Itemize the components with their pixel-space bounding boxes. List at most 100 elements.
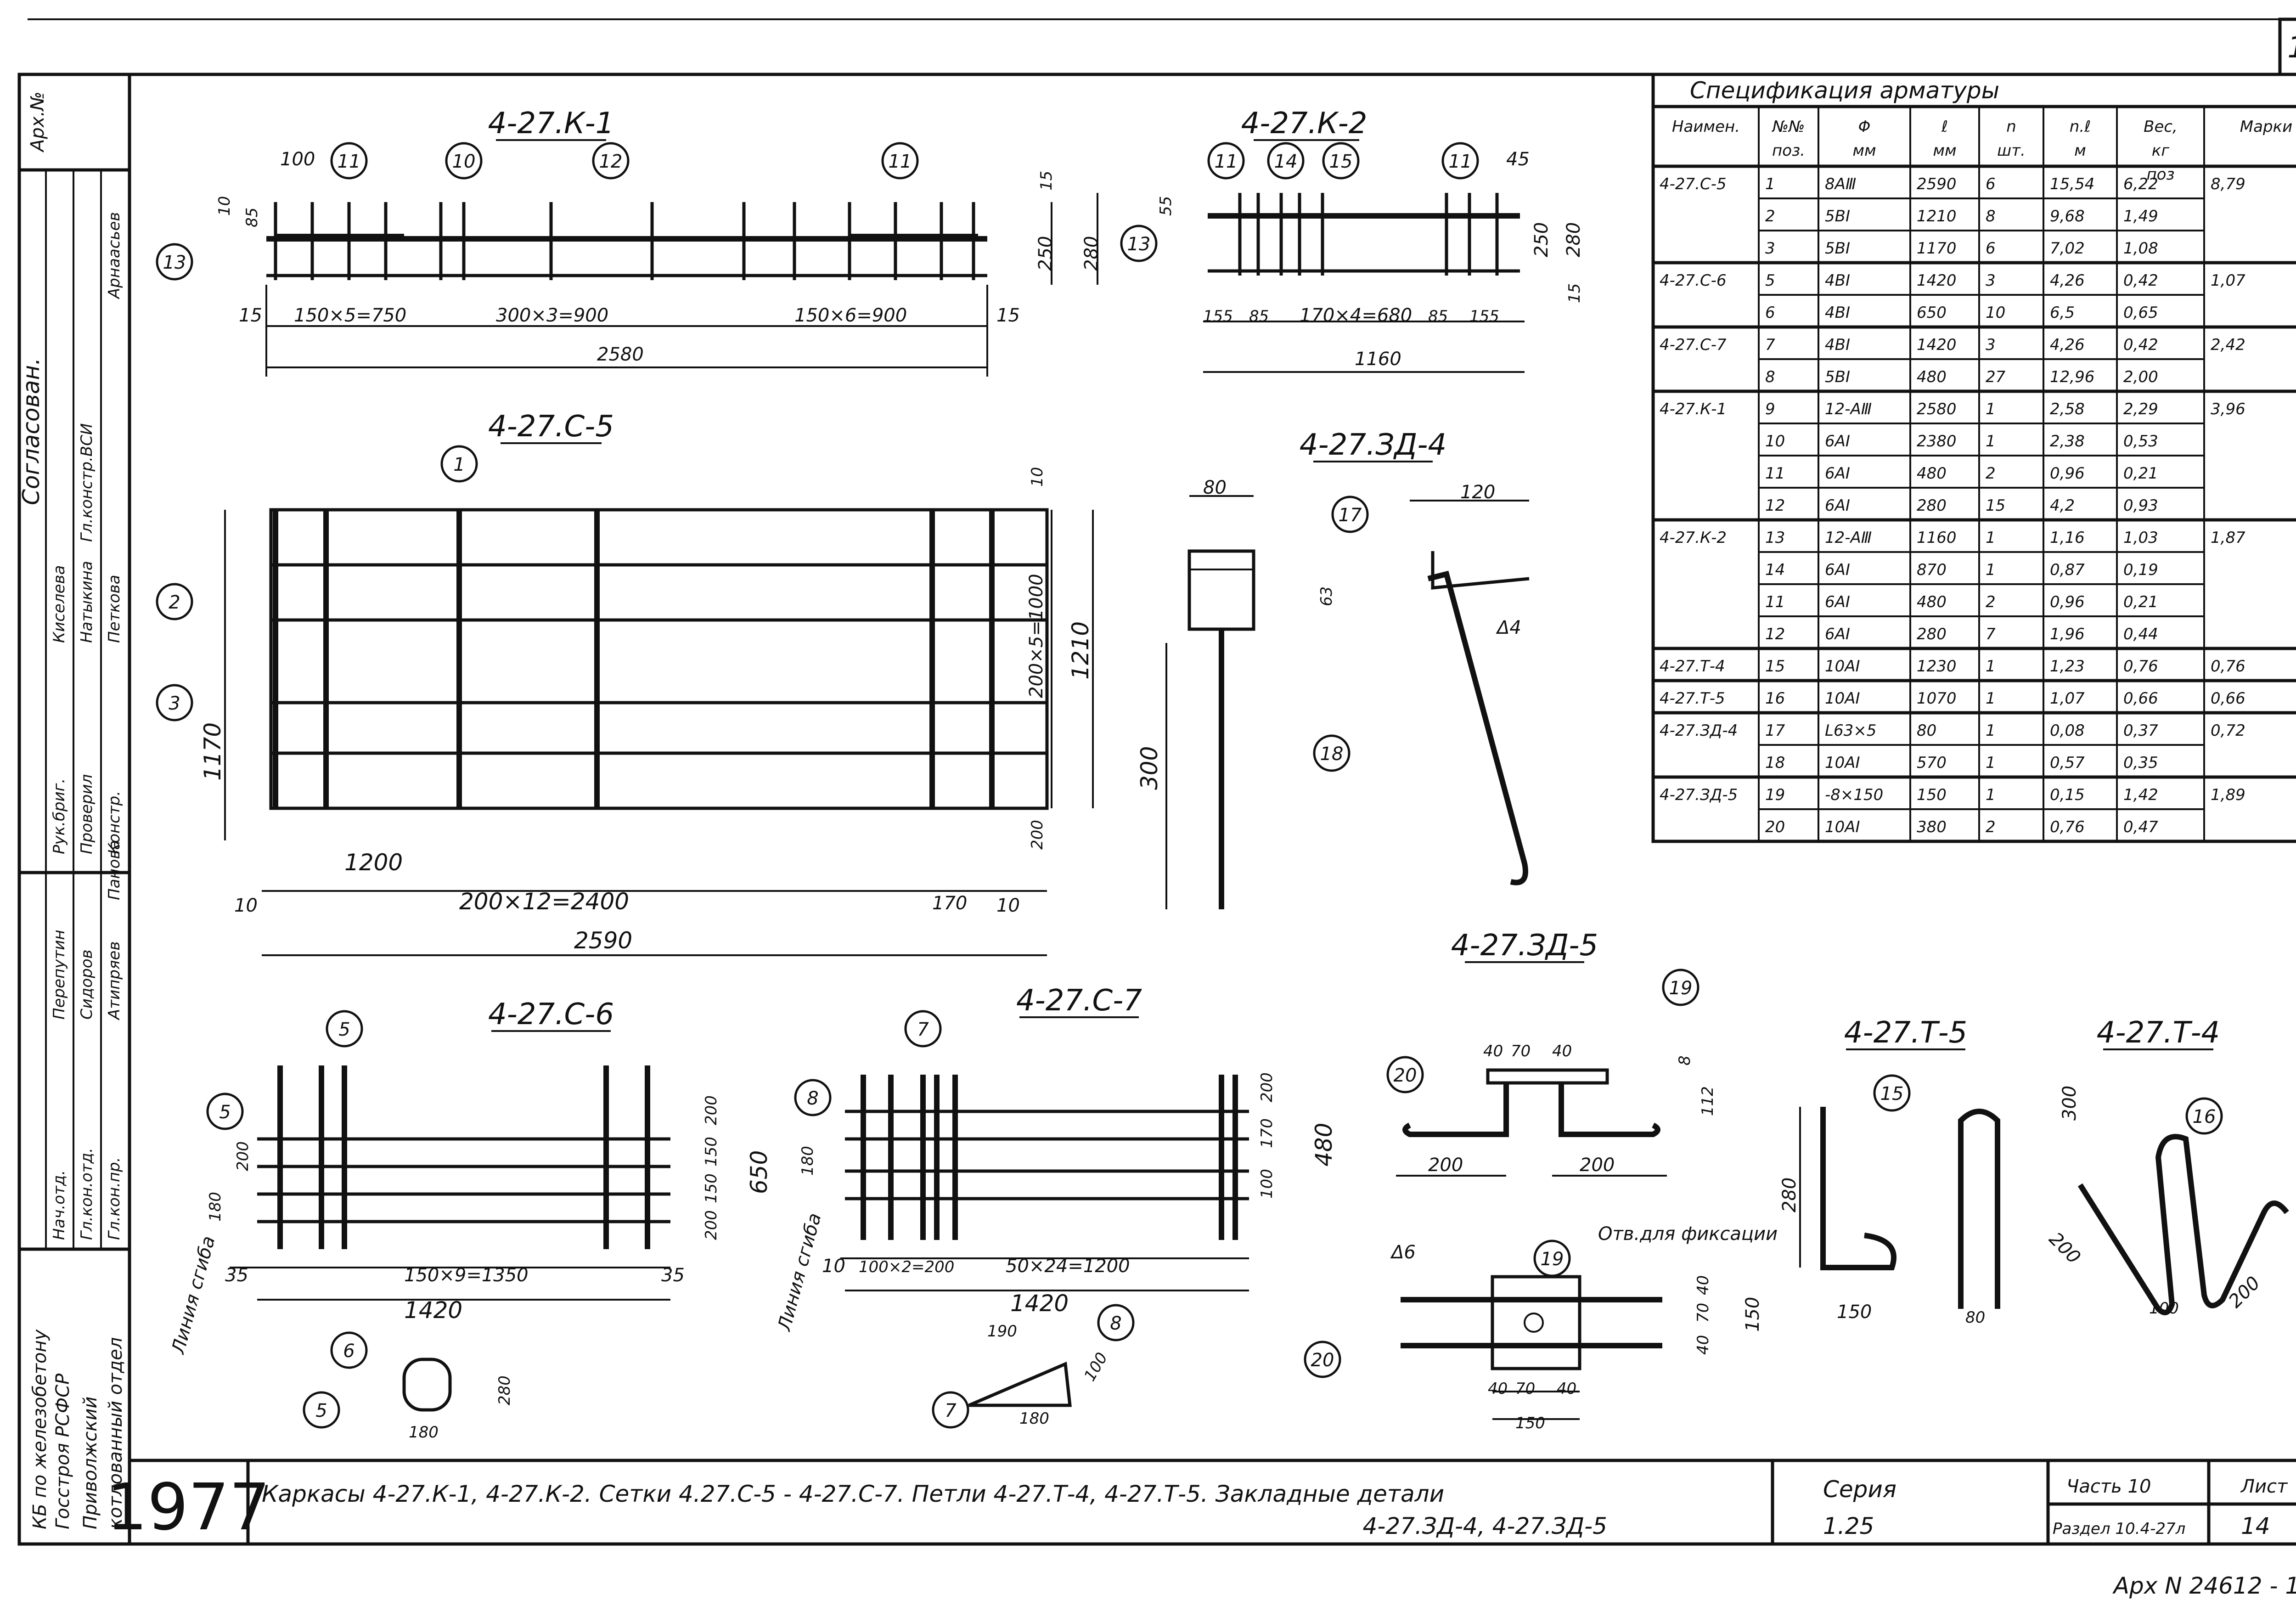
callout-1: 1	[440, 445, 478, 483]
org-line-2: Госстроя РСФСР	[52, 1373, 73, 1529]
spec-cell: 4ВI	[1825, 271, 1850, 290]
spec-cell: 10АI	[1825, 818, 1860, 836]
spec-cell: 0,44	[2123, 625, 2158, 643]
frame-k2-drawing: 4-27.К-2 55 45 155 85 170×4=680 85 155 1…	[1157, 107, 1584, 373]
spec-cell: 1	[1986, 432, 1996, 451]
side-role-3: Констр.	[105, 791, 124, 854]
svg-text:85: 85	[1428, 307, 1448, 326]
spec-cell: 4-27.С-5	[1660, 175, 1727, 193]
spec-cell: 870	[1917, 561, 1947, 579]
loop-t5-drawing: 4-27.Т-5 280 150 80	[1779, 1016, 2000, 1327]
spec-cell: 1070	[1917, 689, 1957, 708]
spec-cell: 9	[1765, 400, 1775, 418]
spec-header: Наимен.	[1672, 118, 1740, 136]
svg-text:19: 19	[1669, 978, 1693, 999]
sheet-number: 15	[2287, 31, 2296, 65]
spec-cell: 12	[1765, 625, 1785, 643]
spec-cell: 12	[1765, 496, 1785, 515]
svg-text:14: 14	[1274, 151, 1298, 172]
svg-text:3: 3	[169, 693, 180, 714]
spec-cell: 570	[1917, 754, 1947, 772]
svg-text:18: 18	[1320, 744, 1344, 765]
spec-header: Вес,	[2144, 118, 2178, 136]
spec-cell: 0,21	[2123, 464, 2158, 483]
callout-7b: 7	[932, 1391, 969, 1429]
spec-cell: 0,37	[2123, 721, 2158, 740]
callout-17: 17	[1331, 496, 1369, 533]
side-role2-2: Гл.кон.отд.	[78, 1148, 96, 1240]
archive-number: Арх N 24612 - 15	[2112, 1572, 2296, 1599]
callout-16: 16	[2185, 1097, 2223, 1135]
spec-header: n.ℓ	[2070, 118, 2091, 136]
spec-cell: 0,65	[2123, 304, 2158, 322]
spec-header: ℓ	[1941, 118, 1948, 136]
svg-text:35: 35	[225, 1265, 248, 1286]
spec-cell: 0,76	[2211, 657, 2245, 676]
side-name-2: Натыкина	[78, 561, 96, 643]
spec-cell: 0,42	[2123, 336, 2158, 354]
org-line-1: КБ по железобетону	[29, 1329, 51, 1529]
svg-text:280: 280	[1081, 236, 1102, 271]
spec-cell: 280	[1917, 625, 1947, 643]
svg-text:5: 5	[338, 1019, 350, 1040]
svg-text:85: 85	[1249, 307, 1269, 326]
svg-text:11: 11	[889, 151, 912, 172]
svg-text:1170: 1170	[199, 722, 226, 781]
svg-text:7: 7	[945, 1400, 957, 1421]
spec-cell: 2,29	[2123, 400, 2158, 418]
callout-9a: 10	[445, 142, 483, 180]
svg-text:15: 15	[996, 305, 1020, 326]
spec-cell: 0,96	[2050, 464, 2085, 483]
loop-t4-drawing: 4-27.Т-4 300 200 100 200	[2045, 1016, 2289, 1318]
spec-cell: 0,42	[2123, 271, 2158, 290]
sheet-label: Лист	[2240, 1476, 2288, 1497]
spec-cell: 2,58	[2050, 400, 2085, 418]
spec-cell: 6АI	[1825, 432, 1850, 451]
spec-cell: 0,87	[2050, 561, 2085, 579]
svg-text:300×3=900: 300×3=900	[496, 305, 608, 326]
callouts: 11 10 12 11 13 11 14 15 11 13 1 2 3 17 1…	[156, 142, 2223, 1429]
svg-text:150: 150	[1515, 1414, 1545, 1432]
callout-19b: 19	[1533, 1240, 1571, 1277]
svg-text:11: 11	[1215, 151, 1238, 172]
svg-text:Линия сгиба: Линия сгиба	[774, 1211, 826, 1334]
svg-text:100: 100	[1080, 1349, 1111, 1384]
callout-3: 3	[156, 684, 193, 721]
svg-text:19: 19	[1541, 1249, 1564, 1270]
title-k2: 4-27.К-2	[1241, 107, 1367, 141]
archive-label: Арх.№	[27, 91, 48, 153]
spec-cell: 6АI	[1825, 593, 1850, 611]
spec-cell: 0,47	[2123, 818, 2158, 836]
svg-text:63: 63	[1317, 586, 1336, 606]
callout-5a: 5	[326, 1010, 363, 1048]
svg-text:200: 200	[1258, 1072, 1276, 1102]
svg-text:150: 150	[1837, 1302, 1872, 1323]
svg-text:150: 150	[702, 1137, 720, 1166]
spec-cell: 2	[1986, 464, 1996, 483]
spec-cell: 7	[1765, 336, 1775, 354]
callout-8a: 8	[794, 1079, 832, 1116]
spec-cell: 4-27.К-1	[1660, 400, 1727, 418]
svg-text:5: 5	[315, 1400, 327, 1421]
spec-cell: 12,96	[2050, 368, 2094, 386]
callout-12a: 13	[156, 243, 193, 281]
spec-cell: 1,42	[2123, 786, 2158, 804]
spec-cell: 15,54	[2050, 175, 2094, 193]
svg-text:15: 15	[239, 305, 262, 326]
svg-text:13: 13	[1127, 234, 1151, 255]
spec-header: мм	[1852, 141, 1876, 160]
spec-cell: 7	[1986, 625, 1996, 643]
side-name2-1: Перепутин	[50, 930, 68, 1020]
svg-text:155: 155	[1469, 307, 1499, 326]
spec-cell: 0,76	[2123, 657, 2158, 676]
svg-text:7: 7	[917, 1019, 929, 1040]
spec-cell: 6АI	[1825, 464, 1850, 483]
spec-cell: 10	[1986, 304, 2005, 322]
spec-cell: 5ВI	[1825, 239, 1850, 258]
spec-cell: 2580	[1917, 400, 1957, 418]
svg-text:190: 190	[987, 1322, 1017, 1341]
svg-text:10: 10	[452, 151, 476, 172]
svg-text:16: 16	[2193, 1106, 2216, 1127]
spec-cell: 2	[1765, 207, 1775, 225]
